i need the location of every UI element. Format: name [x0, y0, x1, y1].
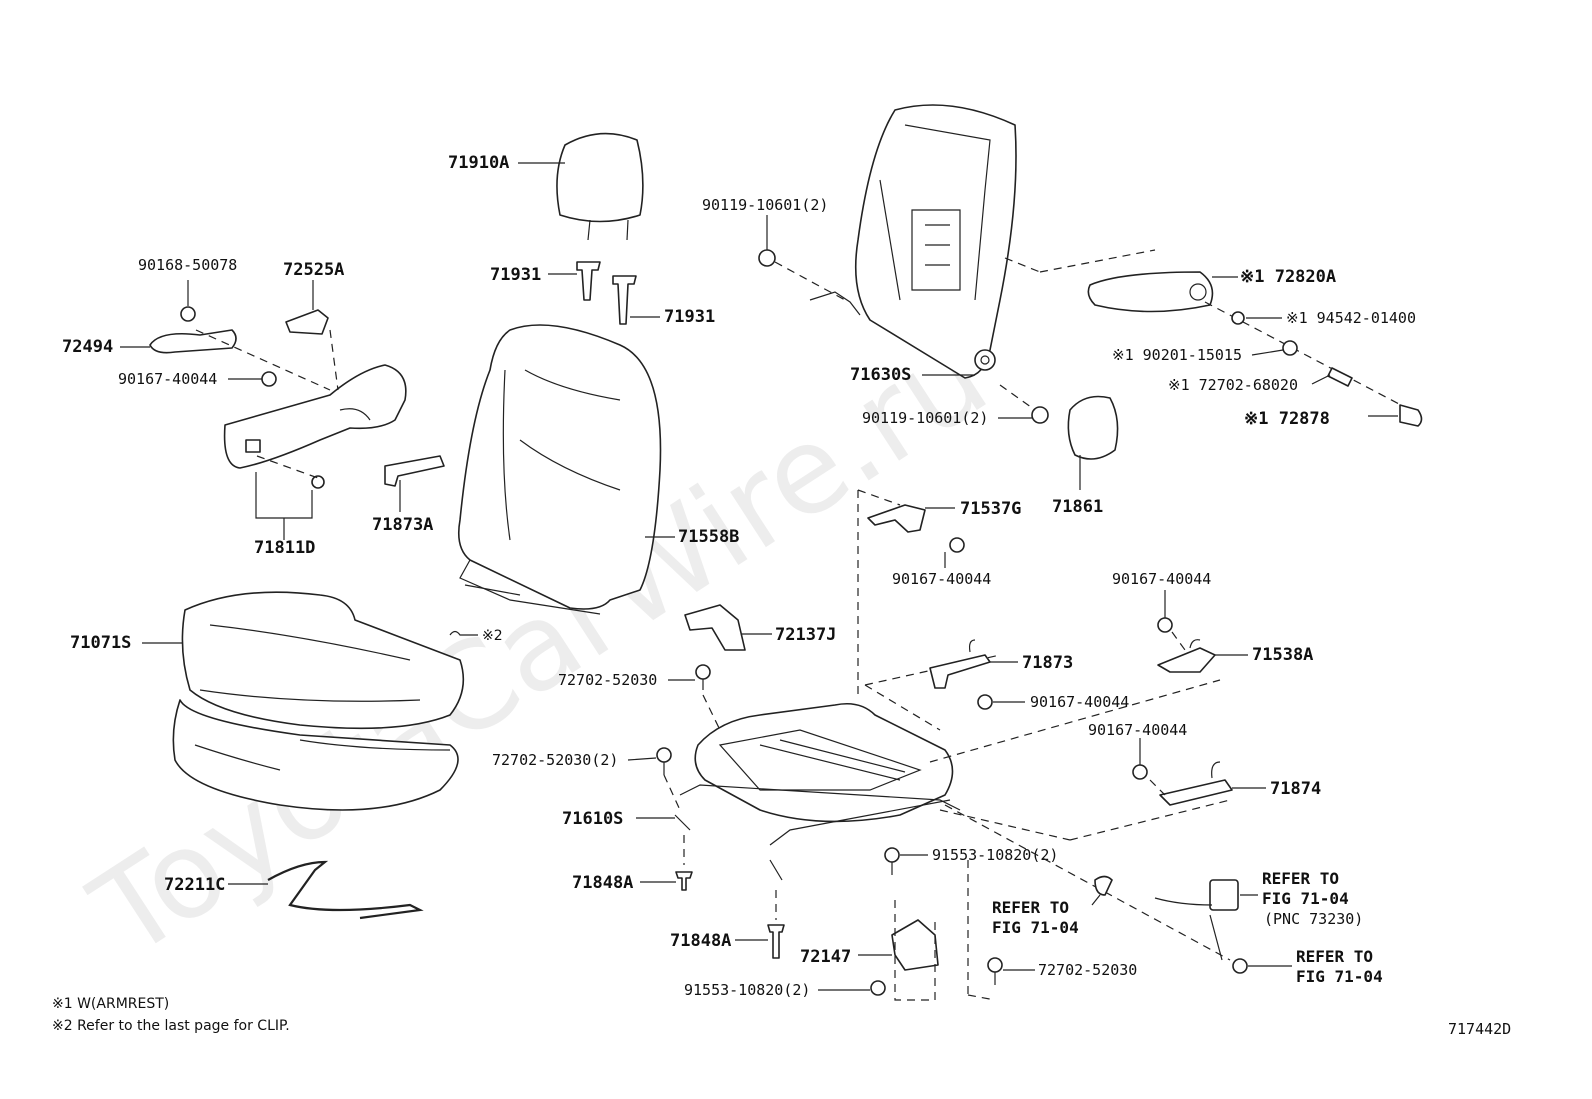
refer-label-2-line1: REFER TO — [992, 898, 1069, 917]
bolt-72702-52030-b[interactable] — [656, 747, 672, 775]
label-71811D: 71811D — [254, 538, 315, 558]
label-72147: 72147 — [800, 947, 851, 967]
label-90119-10601-a: 90119-10601(2) — [702, 196, 828, 214]
label-71910A: 71910A — [448, 153, 509, 173]
label-71537G: 71537G — [960, 499, 1021, 519]
refer-label-3-line1: REFER TO — [1296, 947, 1373, 966]
label-72820A: ※1 72820A — [1240, 267, 1336, 287]
label-72702-52030-c: 72702-52030 — [1038, 961, 1137, 979]
bolt-71848A-b[interactable] — [767, 924, 785, 959]
wire-72211C[interactable] — [267, 860, 424, 920]
refer-label-1-line2: FIG 71-04 — [1262, 889, 1349, 908]
bolt-90119-10601-a[interactable] — [758, 249, 776, 267]
bolt-72702-52030-a[interactable] — [695, 664, 711, 690]
washer-94542-01400[interactable] — [1231, 311, 1245, 325]
bracket-71874[interactable] — [1159, 761, 1233, 806]
footnote-2: ※2 Refer to the last page for CLIP. — [52, 1018, 290, 1034]
bolt-90167-40044-e[interactable] — [1132, 764, 1148, 780]
label-72702-52030-b: 72702-52030(2) — [492, 751, 618, 769]
label-90119-10601-b: 90119-10601(2) — [862, 409, 988, 427]
label-91553-10820-a: 91553-10820(2) — [932, 846, 1058, 864]
nut-buckle[interactable] — [1232, 958, 1248, 974]
label-71873: 71873 — [1022, 653, 1073, 673]
bracket-72494[interactable] — [149, 329, 237, 354]
label-72494: 72494 — [62, 337, 113, 357]
label-71931-b: 71931 — [664, 307, 715, 327]
seatback-cover-part[interactable] — [457, 324, 662, 615]
label-71538A: 71538A — [1252, 645, 1313, 665]
label-71558B: 71558B — [678, 527, 739, 547]
bracket-71537G[interactable] — [867, 504, 926, 533]
refer-label-2-line2: FIG 71-04 — [992, 918, 1079, 937]
seat-belt-buckle[interactable] — [1154, 879, 1239, 961]
refer-label-3-line2: FIG 71-04 — [1296, 967, 1383, 986]
recliner-cover-71861[interactable] — [1067, 395, 1119, 460]
bolt-91553-10820-a[interactable] — [884, 847, 900, 875]
cover-72525A[interactable] — [285, 309, 329, 335]
label-71630S: 71630S — [850, 365, 911, 385]
label-90167-40044-d: 90167-40044 — [1112, 570, 1211, 588]
seat-cushion-part[interactable] — [172, 591, 465, 811]
bolt-91553-10820-b[interactable] — [870, 980, 886, 996]
bolt-71848A-a[interactable] — [675, 871, 693, 891]
bolt-90167-40044-d[interactable] — [1157, 617, 1173, 633]
label-72702-68020: ※1 72702-68020 — [1168, 376, 1298, 394]
clip-mark: ※2 — [482, 628, 503, 644]
label-72137J: 72137J — [775, 625, 836, 645]
cover-72147[interactable] — [891, 919, 939, 971]
label-72211C: 72211C — [164, 875, 225, 895]
label-72702-52030-a: 72702-52030 — [558, 671, 657, 689]
label-94542-01400: ※1 94542-01400 — [1286, 309, 1416, 327]
label-71848A-b: 71848A — [670, 931, 731, 951]
label-71873A: 71873A — [372, 515, 433, 535]
headrest-guide-part[interactable] — [576, 261, 637, 325]
side-cover-71811D[interactable] — [223, 364, 407, 489]
label-90168-50078: 90168-50078 — [138, 256, 237, 274]
label-71848A-a: 71848A — [572, 873, 633, 893]
label-90167-40044-b: 90167-40044 — [892, 570, 991, 588]
headrest-part[interactable] — [556, 132, 644, 241]
cap-72878[interactable] — [1399, 404, 1423, 427]
label-72878: ※1 72878 — [1244, 409, 1330, 429]
label-71610S: 71610S — [562, 809, 623, 829]
nut-90201-15015[interactable] — [1282, 340, 1298, 356]
seatback-frame-part[interactable] — [809, 104, 1017, 379]
refer-label-1-line3: (PNC 73230) — [1264, 910, 1363, 928]
label-71861: 71861 — [1052, 497, 1103, 517]
footnote-1: ※1 W(ARMREST) — [52, 996, 169, 1012]
label-71931-a: 71931 — [490, 265, 541, 285]
bolt-90167-40044-b[interactable] — [949, 537, 965, 553]
bolt-90168-50078[interactable] — [180, 306, 196, 322]
label-90167-40044-e: 90167-40044 — [1088, 721, 1187, 739]
bolt-90167-40044-c[interactable] — [977, 694, 993, 710]
label-72525A: 72525A — [283, 260, 344, 280]
figure-code: 717442D — [1448, 1020, 1511, 1038]
bolt-72702-52030-c[interactable] — [987, 957, 1003, 985]
label-90167-40044-c: 90167-40044 — [1030, 693, 1129, 711]
bracket-71873A[interactable] — [384, 455, 445, 487]
buckle-connector[interactable] — [1094, 875, 1113, 896]
cover-72137J[interactable] — [684, 604, 746, 651]
armrest-72820A[interactable] — [1087, 271, 1214, 313]
refer-label-1-line1: REFER TO — [1262, 869, 1339, 888]
bracket-71873[interactable] — [929, 639, 991, 689]
label-91553-10820-b: 91553-10820(2) — [684, 981, 810, 999]
bolt-90167-40044-a[interactable] — [261, 371, 277, 387]
label-90167-40044-a: 90167-40044 — [118, 370, 217, 388]
label-90201-15015: ※1 90201-15015 — [1112, 346, 1242, 364]
seat-frame-part[interactable] — [674, 702, 961, 881]
label-71874: 71874 — [1270, 779, 1321, 799]
label-71071S: 71071S — [70, 633, 131, 653]
bolt-72702-68020[interactable] — [1327, 367, 1353, 387]
bolt-90119-10601-b[interactable] — [1031, 406, 1049, 424]
bracket-71538A[interactable] — [1157, 639, 1216, 673]
